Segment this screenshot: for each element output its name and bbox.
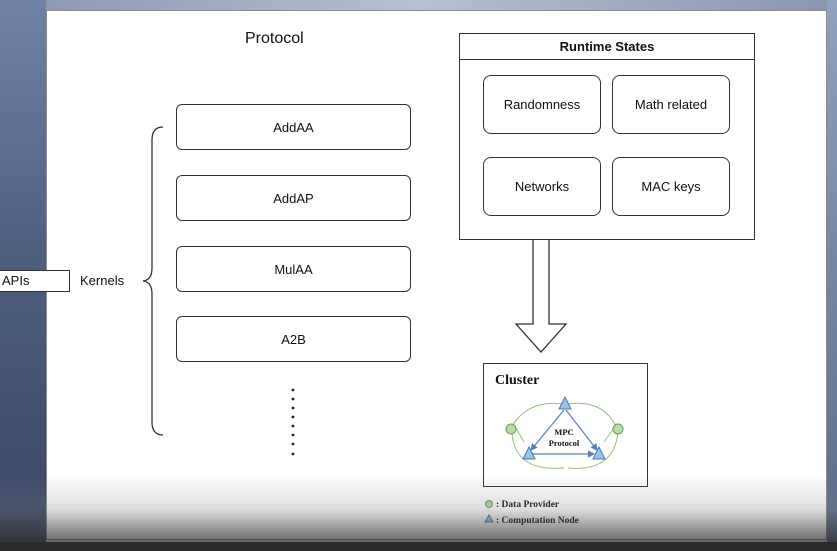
protocol-title: Protocol [245, 30, 304, 47]
cluster-panel: Cluster MPC Protocol [483, 363, 648, 487]
data-provider-legend-icon [485, 500, 493, 508]
bottom-bar [0, 542, 837, 551]
kernel-box-addaa: AddAA [176, 104, 411, 150]
runtime-states-title: Runtime States [460, 34, 754, 60]
legend-computation-node: : Computation Node [496, 516, 579, 526]
computation-node-icon [522, 445, 536, 460]
kernels-label: Kernels [80, 273, 125, 288]
state-networks: Networks [483, 157, 601, 216]
state-math-related: Math related [612, 75, 730, 134]
cluster-graph: MPC Protocol [505, 395, 624, 469]
background-right [827, 0, 837, 551]
state-randomness: Randomness [483, 75, 601, 134]
cluster-center-label-2: Protocol [549, 438, 580, 448]
data-provider-icon [505, 423, 517, 435]
ellipsis-dots [291, 388, 295, 456]
computation-node-legend-icon [484, 513, 494, 523]
computation-node-icon [558, 395, 572, 410]
cluster-center-label-1: MPC [554, 427, 573, 437]
data-provider-icon [612, 423, 624, 435]
runtime-states-panel: Runtime States Randomness Math related N… [459, 33, 755, 240]
kernel-box-addap: AddAP [176, 175, 411, 221]
kernel-box-mulaa: MulAA [176, 246, 411, 292]
legend-data-provider: : Data Provider [496, 500, 560, 510]
cluster-title: Cluster [495, 373, 540, 388]
kernel-box-a2b: A2B [176, 316, 411, 362]
apis-box: APIs [0, 270, 70, 292]
computation-node-icon [592, 445, 606, 460]
state-mac-keys: MAC keys [612, 157, 730, 216]
background-top [0, 0, 837, 10]
kernels-brace [142, 126, 164, 436]
